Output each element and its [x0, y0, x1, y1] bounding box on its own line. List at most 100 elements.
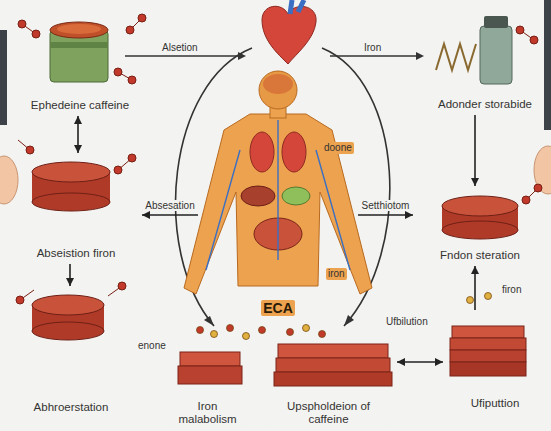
canister [57, 24, 101, 34]
arrow-head [142, 211, 150, 219]
human-figure [259, 71, 297, 109]
flow-arrow [471, 115, 479, 186]
bead [259, 327, 266, 334]
tissue-disc [32, 193, 110, 211]
bead [485, 293, 492, 300]
illustrated-node: Ephedeine caffeine [20, 18, 140, 114]
tissue-slab [450, 362, 526, 376]
molecule [126, 26, 134, 34]
node-caption: Fndon steration [438, 249, 522, 262]
hand [534, 146, 551, 194]
tissue-slab [274, 372, 392, 386]
node-caption: Iron malabolism [169, 400, 246, 426]
bead [243, 333, 250, 340]
arrow-head [416, 52, 424, 60]
bottle [480, 26, 512, 84]
human-figure [282, 132, 306, 172]
arrow-head [435, 358, 443, 366]
flow-arrow [358, 211, 413, 219]
arrow-head [238, 52, 246, 60]
arrow-head [66, 278, 74, 286]
tissue-slab [178, 366, 242, 384]
canister [50, 42, 108, 48]
arrow-line [142, 214, 198, 216]
tissue-slab [180, 352, 240, 366]
annotation-label: iron [326, 268, 347, 280]
annotation-label: firon [500, 284, 523, 296]
heart [290, 0, 304, 14]
tissue-disc [32, 162, 110, 182]
annotation-label: Ufbilution [384, 316, 430, 328]
bead [303, 325, 310, 332]
flow-arrow [397, 358, 443, 366]
molecule [114, 166, 122, 174]
human-figure [241, 186, 275, 206]
board-edge [0, 30, 7, 125]
illustrated-node: ECA [200, 70, 356, 318]
molecule [522, 196, 530, 204]
annotation-label: doone [322, 142, 354, 154]
molecule [16, 296, 24, 304]
arrow-head [204, 316, 214, 326]
arrow-head [405, 211, 413, 219]
annotation-label: Iron [362, 42, 383, 54]
human-figure [184, 71, 372, 294]
human-figure [282, 187, 310, 205]
tissue-disc [32, 295, 104, 315]
molecule [530, 36, 538, 44]
illustrated-node: Abhroerstation [12, 288, 130, 416]
canister [50, 22, 108, 82]
molecule [534, 184, 542, 192]
bottle [484, 16, 508, 28]
cycle-arrow [125, 48, 418, 326]
cycle-arrow [330, 55, 418, 57]
bead [197, 327, 204, 334]
molecule [18, 20, 26, 28]
illustrated-node: Ufiputtion [445, 312, 545, 412]
tissue-slab [278, 344, 388, 358]
node-caption: Ephedeine caffeine [29, 99, 131, 112]
board-edge [544, 0, 551, 130]
bead [211, 331, 218, 338]
tissue-slab [450, 350, 526, 362]
molecule [26, 146, 34, 154]
node-caption: ECA [261, 300, 295, 316]
illustrated-node: Upspholdeion of caffeine [262, 338, 395, 428]
heart [262, 0, 316, 64]
canister [50, 22, 108, 38]
tissue-disc [442, 196, 518, 216]
molecule [16, 14, 542, 304]
tissue-disc [32, 322, 104, 340]
illustrated-node: Iron malabolism [165, 342, 250, 428]
arrow-head [344, 315, 354, 326]
arrow-head [74, 116, 82, 124]
bead [197, 293, 492, 340]
bottle [436, 16, 512, 84]
tissue-slab [452, 326, 524, 338]
arrow-head [471, 266, 479, 274]
tissue-slab [178, 326, 526, 386]
flow-arrow [471, 266, 479, 310]
node-caption: Abseistion firon [35, 247, 118, 260]
bead [467, 297, 474, 304]
node-caption: Abhroerstation [32, 401, 111, 414]
edge-label: Absesation [143, 200, 196, 212]
human-figure [263, 74, 293, 94]
annotation-label: enone [136, 340, 168, 352]
annotation-label: Alsetion [160, 42, 200, 54]
molecule [516, 26, 524, 34]
arrow-head [471, 178, 479, 186]
heart [262, 6, 316, 64]
molecule [128, 76, 136, 84]
cycle-arrow [125, 55, 240, 57]
arrow-line [474, 115, 476, 186]
molecule [128, 154, 136, 162]
node-caption: Upspholdeion of caffeine [266, 400, 391, 426]
node-caption: Ufiputtion [469, 397, 522, 410]
molecule [118, 282, 126, 290]
molecule [138, 14, 146, 22]
flow-arrow [66, 264, 74, 286]
